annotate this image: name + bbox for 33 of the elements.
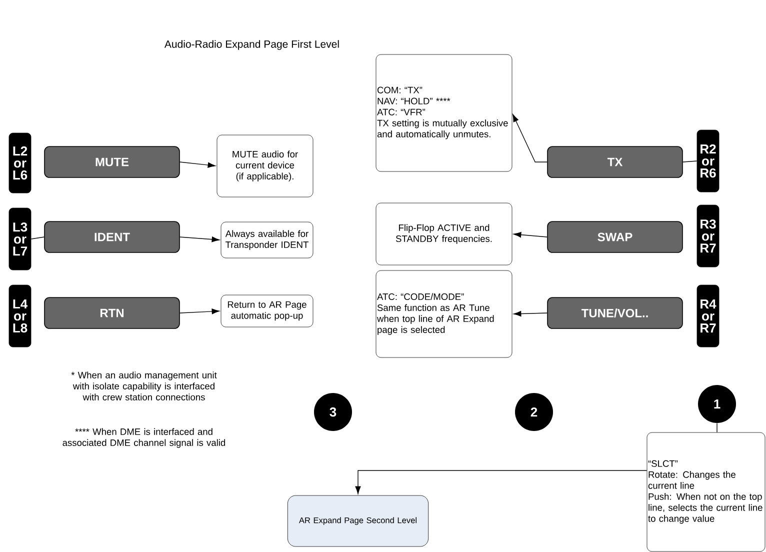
description-box: Flip-Flop ACTIVE and STANDBY frequencies. xyxy=(376,202,512,266)
connector-line xyxy=(30,236,44,240)
softkey-button: RTN xyxy=(44,297,180,329)
key-badge: L4 or L8 xyxy=(8,284,32,348)
footnote: * When an audio management unit with isolate capability is interfaced with crew station connections xyxy=(71,372,217,400)
arrow xyxy=(513,232,548,238)
description-box: “SLCT” Rotate: Changes the current line Push: When not on the top line, selects the current line to change value xyxy=(646,432,766,552)
key-badge: L3 or L7 xyxy=(8,208,32,270)
key-badge: R3 or R7 xyxy=(696,204,720,268)
footnote: **** When DME is interfaced and associated DME channel signal is valid xyxy=(62,428,226,448)
arrow xyxy=(180,162,216,168)
description-box: ATC: “CODE/MODE” Same function as AR Tune when top line of AR Expand page is selected xyxy=(376,270,512,358)
description-box: Return to AR Page automatic pop-up xyxy=(220,294,314,328)
arrow xyxy=(355,470,648,494)
softkey-button: TUNE/VOL.. xyxy=(547,297,683,329)
connector-line xyxy=(682,160,698,162)
page-box: AR Expand Page Second Level xyxy=(287,495,429,547)
key-badge: R2 or R6 xyxy=(696,130,720,192)
description-box: COM: “TX” NAV: “HOLD” **** ATC: “VFR” TX setting is mutually exclusive and automatically unmutes. xyxy=(376,54,512,172)
arrow xyxy=(512,114,548,162)
title: Audio-Radio Expand Page First Level xyxy=(164,40,339,50)
connector-line xyxy=(716,422,718,433)
softkey-button: MUTE xyxy=(44,146,180,178)
key-badge: L2 or L6 xyxy=(8,132,32,194)
softkey-button: IDENT xyxy=(44,221,180,253)
arrow xyxy=(180,308,220,314)
arrow xyxy=(513,310,548,317)
key-badge: R4 or R7 xyxy=(696,284,720,348)
softkey-button: TX xyxy=(547,146,683,178)
softkey-button: SWAP xyxy=(547,221,683,253)
arrow xyxy=(180,236,220,242)
description-box: MUTE audio for current device (if applicable). xyxy=(216,134,314,198)
description-box: Always available for Transponder IDENT xyxy=(220,222,314,258)
